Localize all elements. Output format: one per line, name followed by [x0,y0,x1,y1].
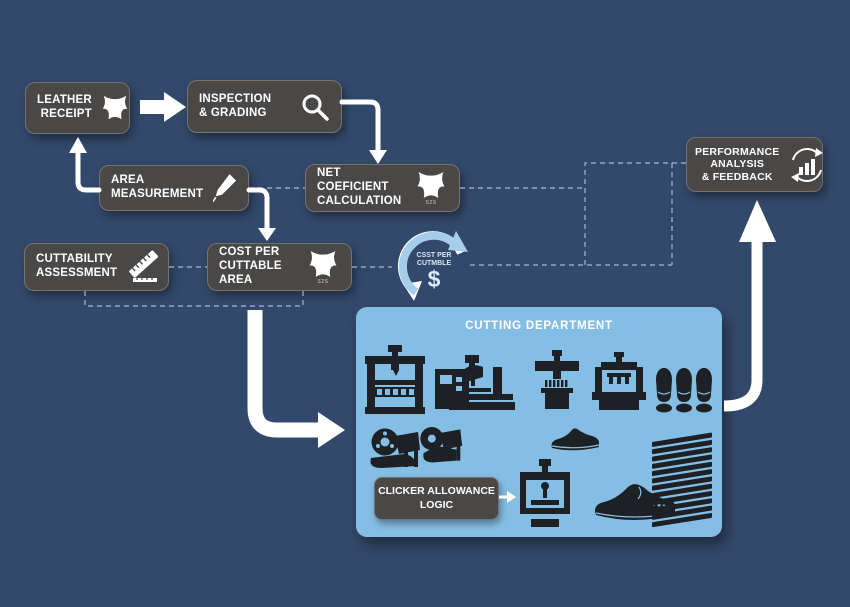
arrow-cost-to-cutting [247,310,318,438]
label-line: ANALYSIS [710,158,765,171]
node-area-measurement-label: AREA MEASUREMENT [111,174,205,202]
arrowhead [258,228,276,241]
label-line: CUTTABLE AREA [219,260,282,286]
label-line: CUTTABILITY [36,253,113,266]
label-line: LEATHER [37,94,92,107]
node-cuttability-assessment: CUTTABILITY ASSESSMENT [24,243,169,291]
label-line: & GRADING [199,106,267,119]
leather-stack-icon [650,428,718,528]
label-line: CLICKER ALLOWANCE [378,485,495,498]
label-line: ASSESSMENT [36,267,118,279]
label-line: CALCULATION [317,194,402,207]
node-leather-receipt-label: LEATHER RECEIPT [37,94,92,122]
panel-title: CUTTING DEPARTMENT [465,320,613,332]
node-area-measurement: AREA MEASUREMENT [99,165,249,211]
shoe-lasts-icon [656,368,712,414]
arrowhead [739,200,776,242]
label-line: AREA MEASUREMENT [111,174,204,200]
hide-icon-caption: S2S [317,279,329,285]
arrow-cutting-to-performance [723,240,763,412]
magnifier-icon [300,92,330,122]
arrow-area-to-cost [246,187,270,231]
leather-hide-icon: S2S [414,170,448,206]
cnc-cutting-machine-icon [435,355,515,411]
hide-icon-caption: S2S [425,200,437,206]
label-line: NET COEFICIENT [317,167,389,194]
splitting-machines-icon [368,422,464,470]
chart-refresh-icon [787,145,827,185]
clicker-allowance-logic-box: CLICKER ALLOWANCE LOGIC [374,477,499,520]
node-performance-feedback: PERFORMANCE ANALYSIS & FEEDBACK [686,137,824,192]
pen-icon [213,173,237,203]
node-leather-receipt: LEATHER RECEIPT [25,82,130,134]
label-line: INSPECTION [199,92,272,105]
shoe-icon [550,426,600,454]
leather-hide-icon [100,94,130,122]
currency-cycle-icon: CSST PER CUTMBLE $ [393,225,475,309]
cycle-text-line: CUTMBLE [417,260,452,267]
node-net-coefficient-label: NET COEFICIENT CALCULATION [317,167,406,208]
swing-beam-press-icon [532,350,582,410]
dollar-symbol: $ [428,266,441,292]
label-line: COST PER [219,246,280,259]
node-inspection-grading-label: INSPECTION & GRADING [199,93,292,121]
node-net-coefficient: NET COEFICIENT CALCULATION S2S [305,164,460,212]
leather-hide-icon: S2S [306,249,340,285]
label-line: & FEEDBACK [701,170,773,183]
clicker-allowance-label: CLICKER ALLOWANCE LOGIC [378,485,495,511]
node-cuttability-label: CUTTABILITY ASSESSMENT [36,253,117,281]
beam-cutting-press-icon [365,345,425,415]
clicker-press-icon [517,459,573,527]
cycle-text-line: CSST PER [416,252,451,259]
arrow-inspection-to-net [339,99,381,153]
node-performance-label: PERFORMANCE ANALYSIS & FEEDBACK [695,146,779,184]
ruler-icon [125,250,163,284]
cutting-department-panel: CUTTING DEPARTMENT [356,307,722,537]
hydraulic-press-icon [592,352,646,410]
arrow-leather-to-inspection [140,92,186,122]
label-line: PERFORMANCE [695,145,780,158]
label-line: RECEIPT [40,108,92,120]
arrow-area-to-leather [75,149,102,193]
arrowhead [369,150,387,164]
arrowhead [318,412,345,448]
label-line: LOGIC [419,498,454,511]
node-inspection-grading: INSPECTION & GRADING [187,80,342,133]
node-cost-per-label: COST PER CUTTABLE AREA [219,246,298,287]
arrowhead [69,137,87,153]
node-cost-per-cuttable-area: COST PER CUTTABLE AREA S2S [207,243,352,291]
